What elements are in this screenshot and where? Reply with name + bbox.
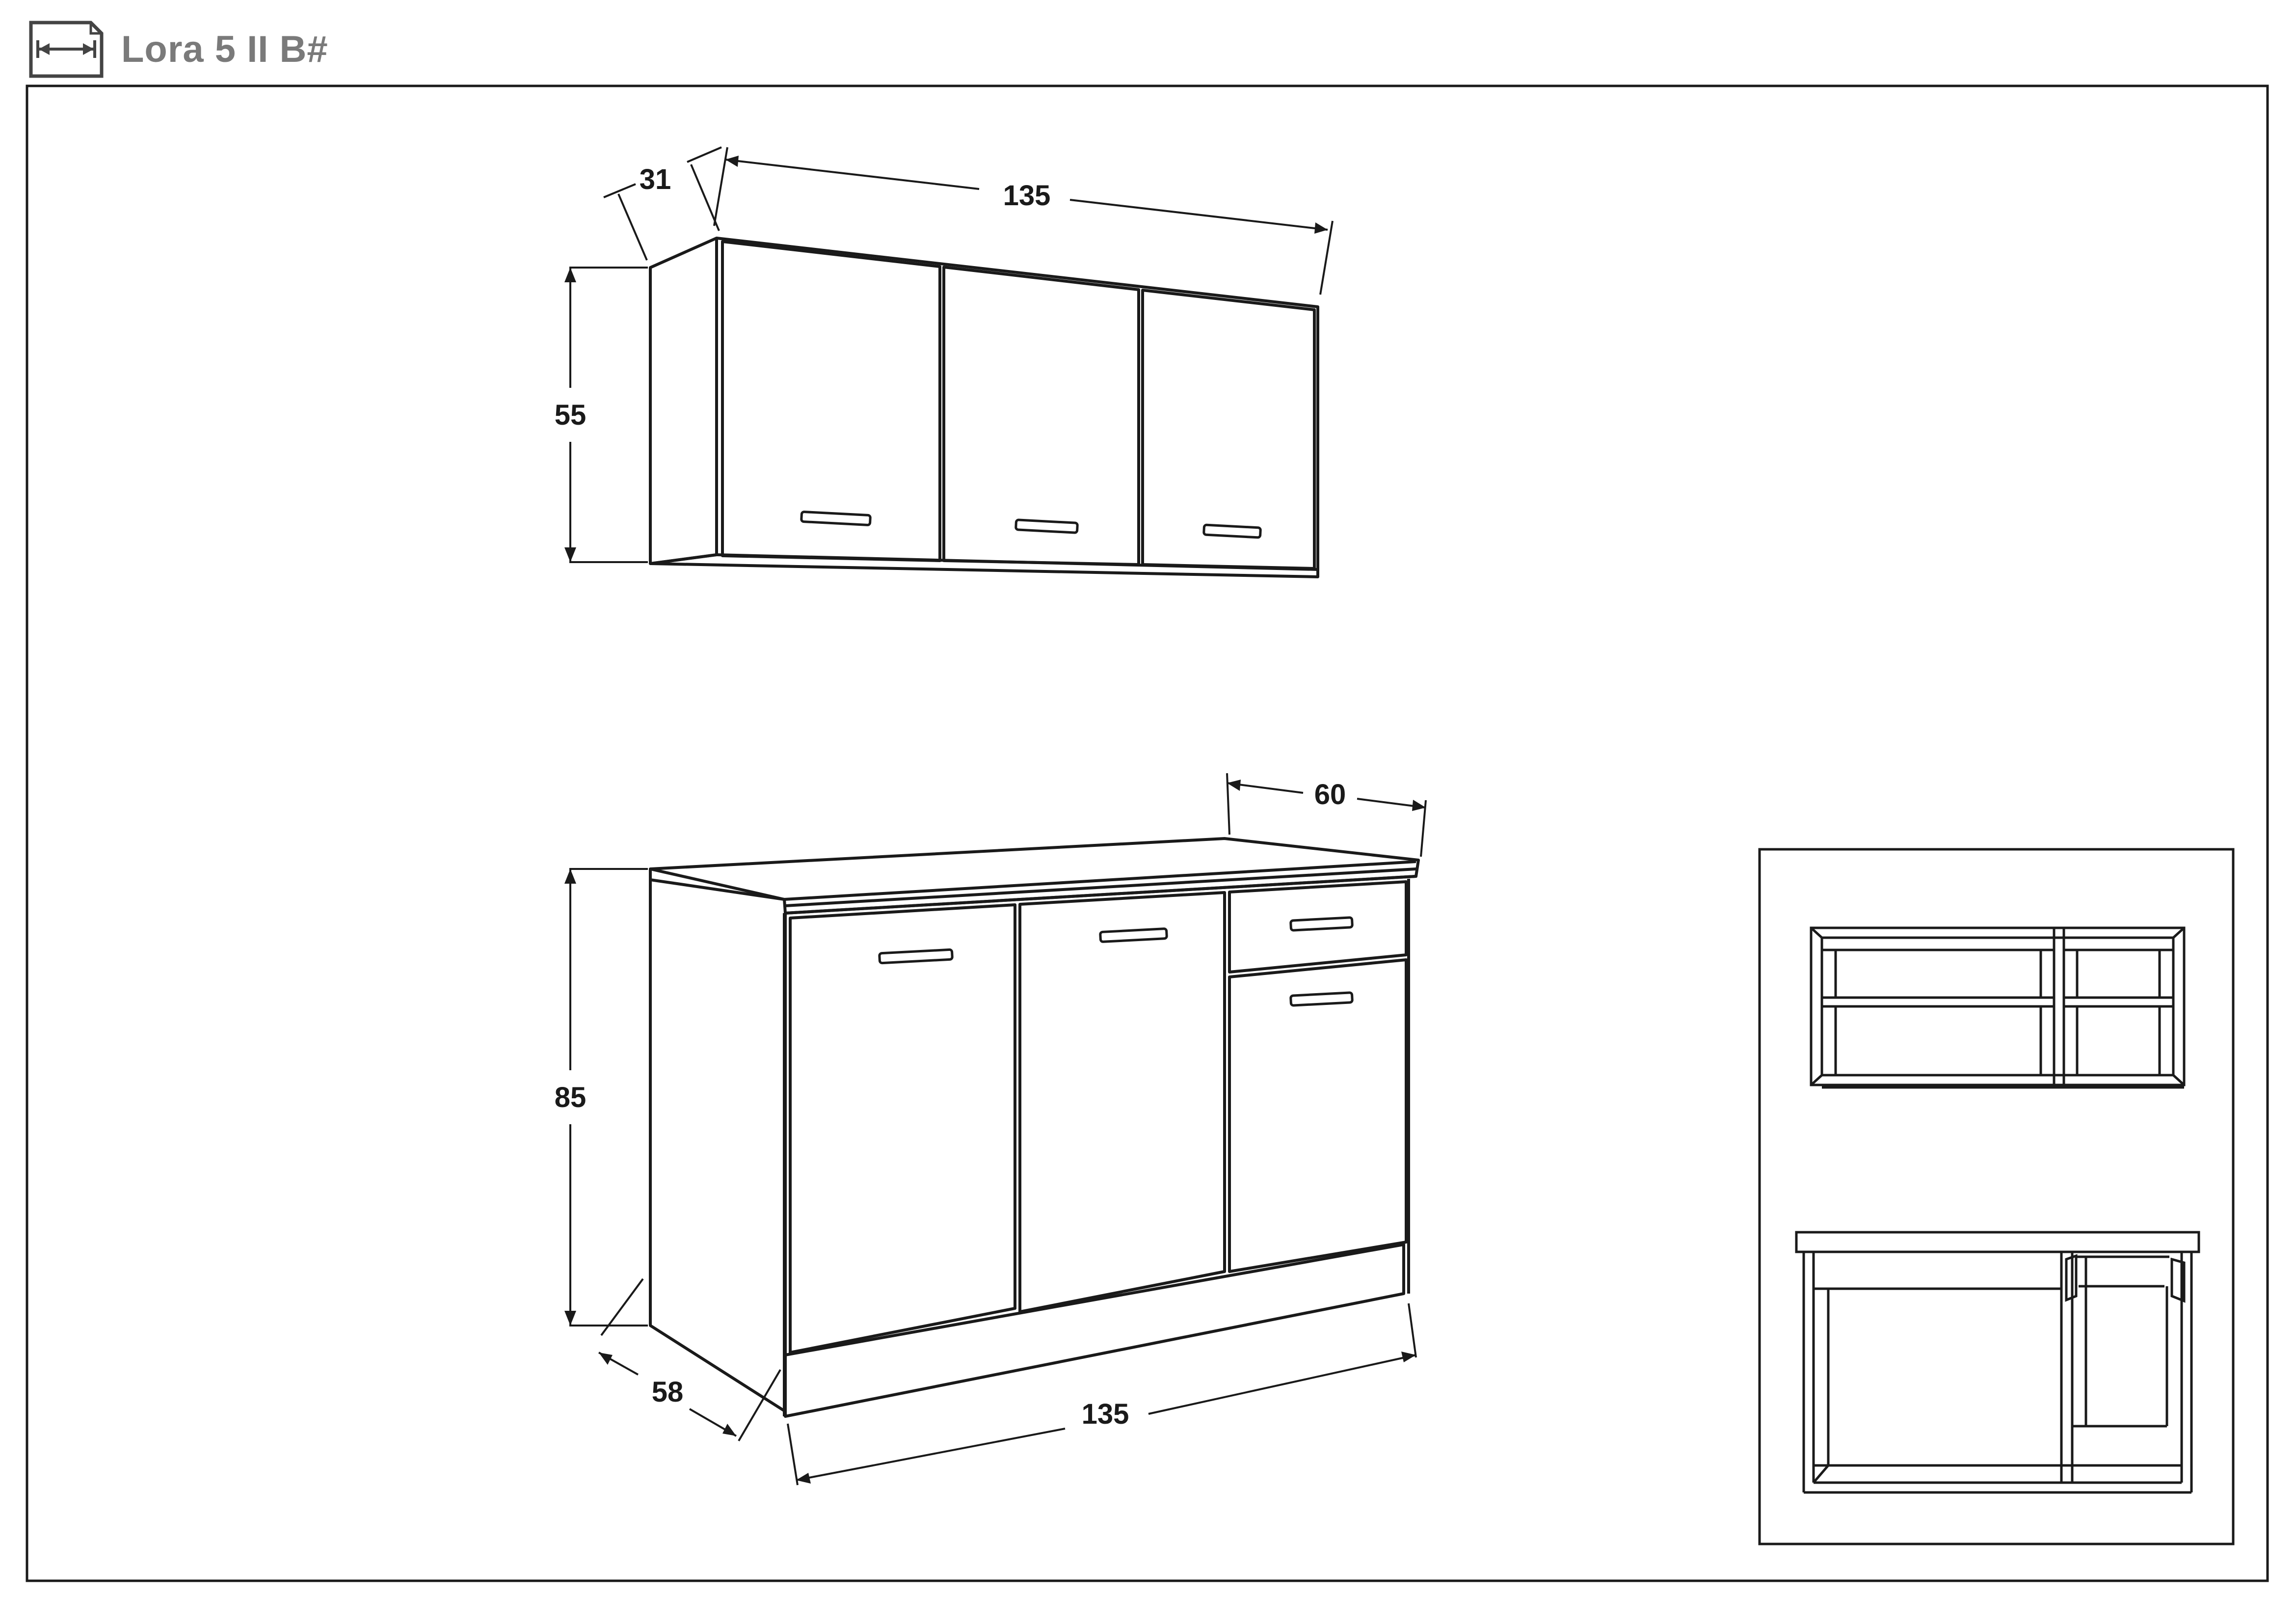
header: Lora 5 II B#: [27, 19, 328, 80]
inset-base-unit: [1795, 1231, 2200, 1494]
lower-handles: [878, 916, 1354, 1007]
handle: [1015, 518, 1079, 534]
dimension-arrow-icon: [29, 21, 104, 78]
upper-dimension-arrows: [564, 156, 1328, 562]
upper-width-label: 135: [1003, 180, 1051, 212]
inset-upper-shelf-unit: [1810, 926, 2186, 1089]
handle: [878, 948, 954, 965]
lower-height-label: 85: [555, 1082, 587, 1113]
handle: [1289, 991, 1354, 1007]
upper-cabinet: [649, 237, 1319, 578]
upper-handles: [800, 511, 1262, 539]
lower-dimension-arrows: [564, 780, 1426, 1484]
inset-frame: [1758, 848, 2235, 1545]
handle: [1099, 927, 1168, 943]
lower-depth-label: 58: [652, 1376, 684, 1408]
outer-frame: [26, 84, 2269, 1582]
lower-width-label: 135: [1082, 1398, 1129, 1430]
handle: [1202, 523, 1262, 539]
upper-depth-label: 31: [640, 163, 671, 195]
upper-dimension-lines: [569, 146, 1334, 563]
upper-height-label: 55: [555, 399, 587, 431]
product-title: Lora 5 II B#: [121, 28, 328, 70]
lower-cabinet: [649, 837, 1420, 1418]
handle: [1289, 916, 1354, 932]
lower-top-depth-label: 60: [1314, 779, 1346, 811]
handle: [800, 511, 872, 526]
